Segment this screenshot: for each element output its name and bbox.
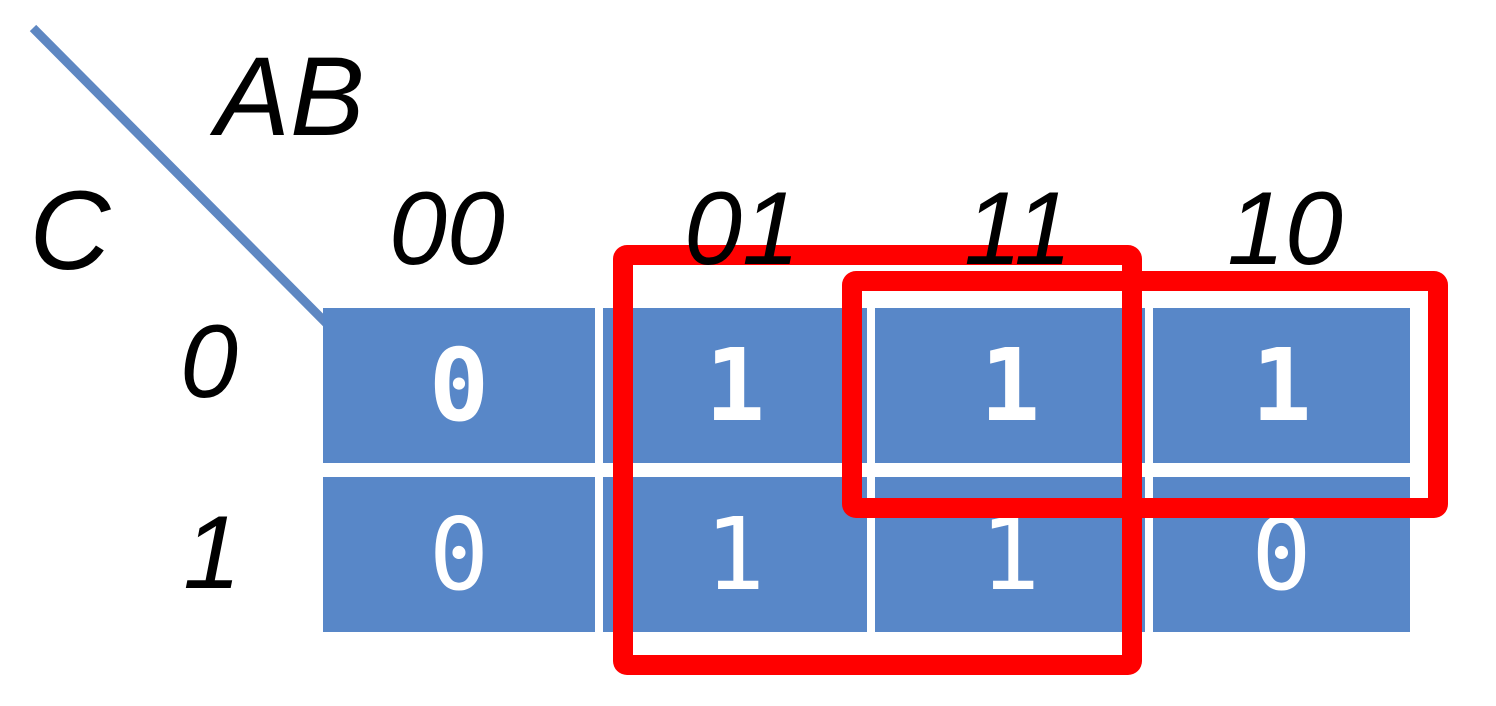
kmap-cell-r1-c01: 1 (603, 477, 867, 632)
cell-value: 1 (704, 495, 766, 613)
kmap-cell-r0-c00: 0 (323, 308, 595, 463)
col-header-01: 01 (684, 171, 800, 287)
kmap-cell-r0-c10: 1 (1153, 308, 1410, 463)
row-variable-label: C (29, 168, 111, 293)
cell-value: 1 (1251, 326, 1312, 444)
row-header-0: 0 (180, 304, 238, 420)
column-variable-label: AB (215, 34, 365, 159)
row-header-1: 1 (183, 495, 241, 611)
kmap-cell-r1-c00: 0 (323, 477, 595, 632)
kmap-cell-r0-c11: 1 (875, 308, 1145, 463)
cell-value: 0 (428, 495, 490, 613)
cell-value: 1 (704, 326, 766, 444)
cell-value: 0 (1251, 495, 1312, 613)
col-header-10: 10 (1227, 171, 1343, 287)
kmap-cell-r0-c01: 1 (603, 308, 867, 463)
cell-value: 0 (428, 326, 490, 444)
col-header-00: 00 (389, 171, 505, 287)
cell-value: 1 (979, 326, 1041, 444)
group-outline-row0-11-10 (842, 271, 1448, 518)
cell-value: 1 (979, 495, 1041, 613)
col-header-11: 11 (964, 171, 1072, 287)
group-outline-columns-01-11 (613, 245, 1142, 675)
